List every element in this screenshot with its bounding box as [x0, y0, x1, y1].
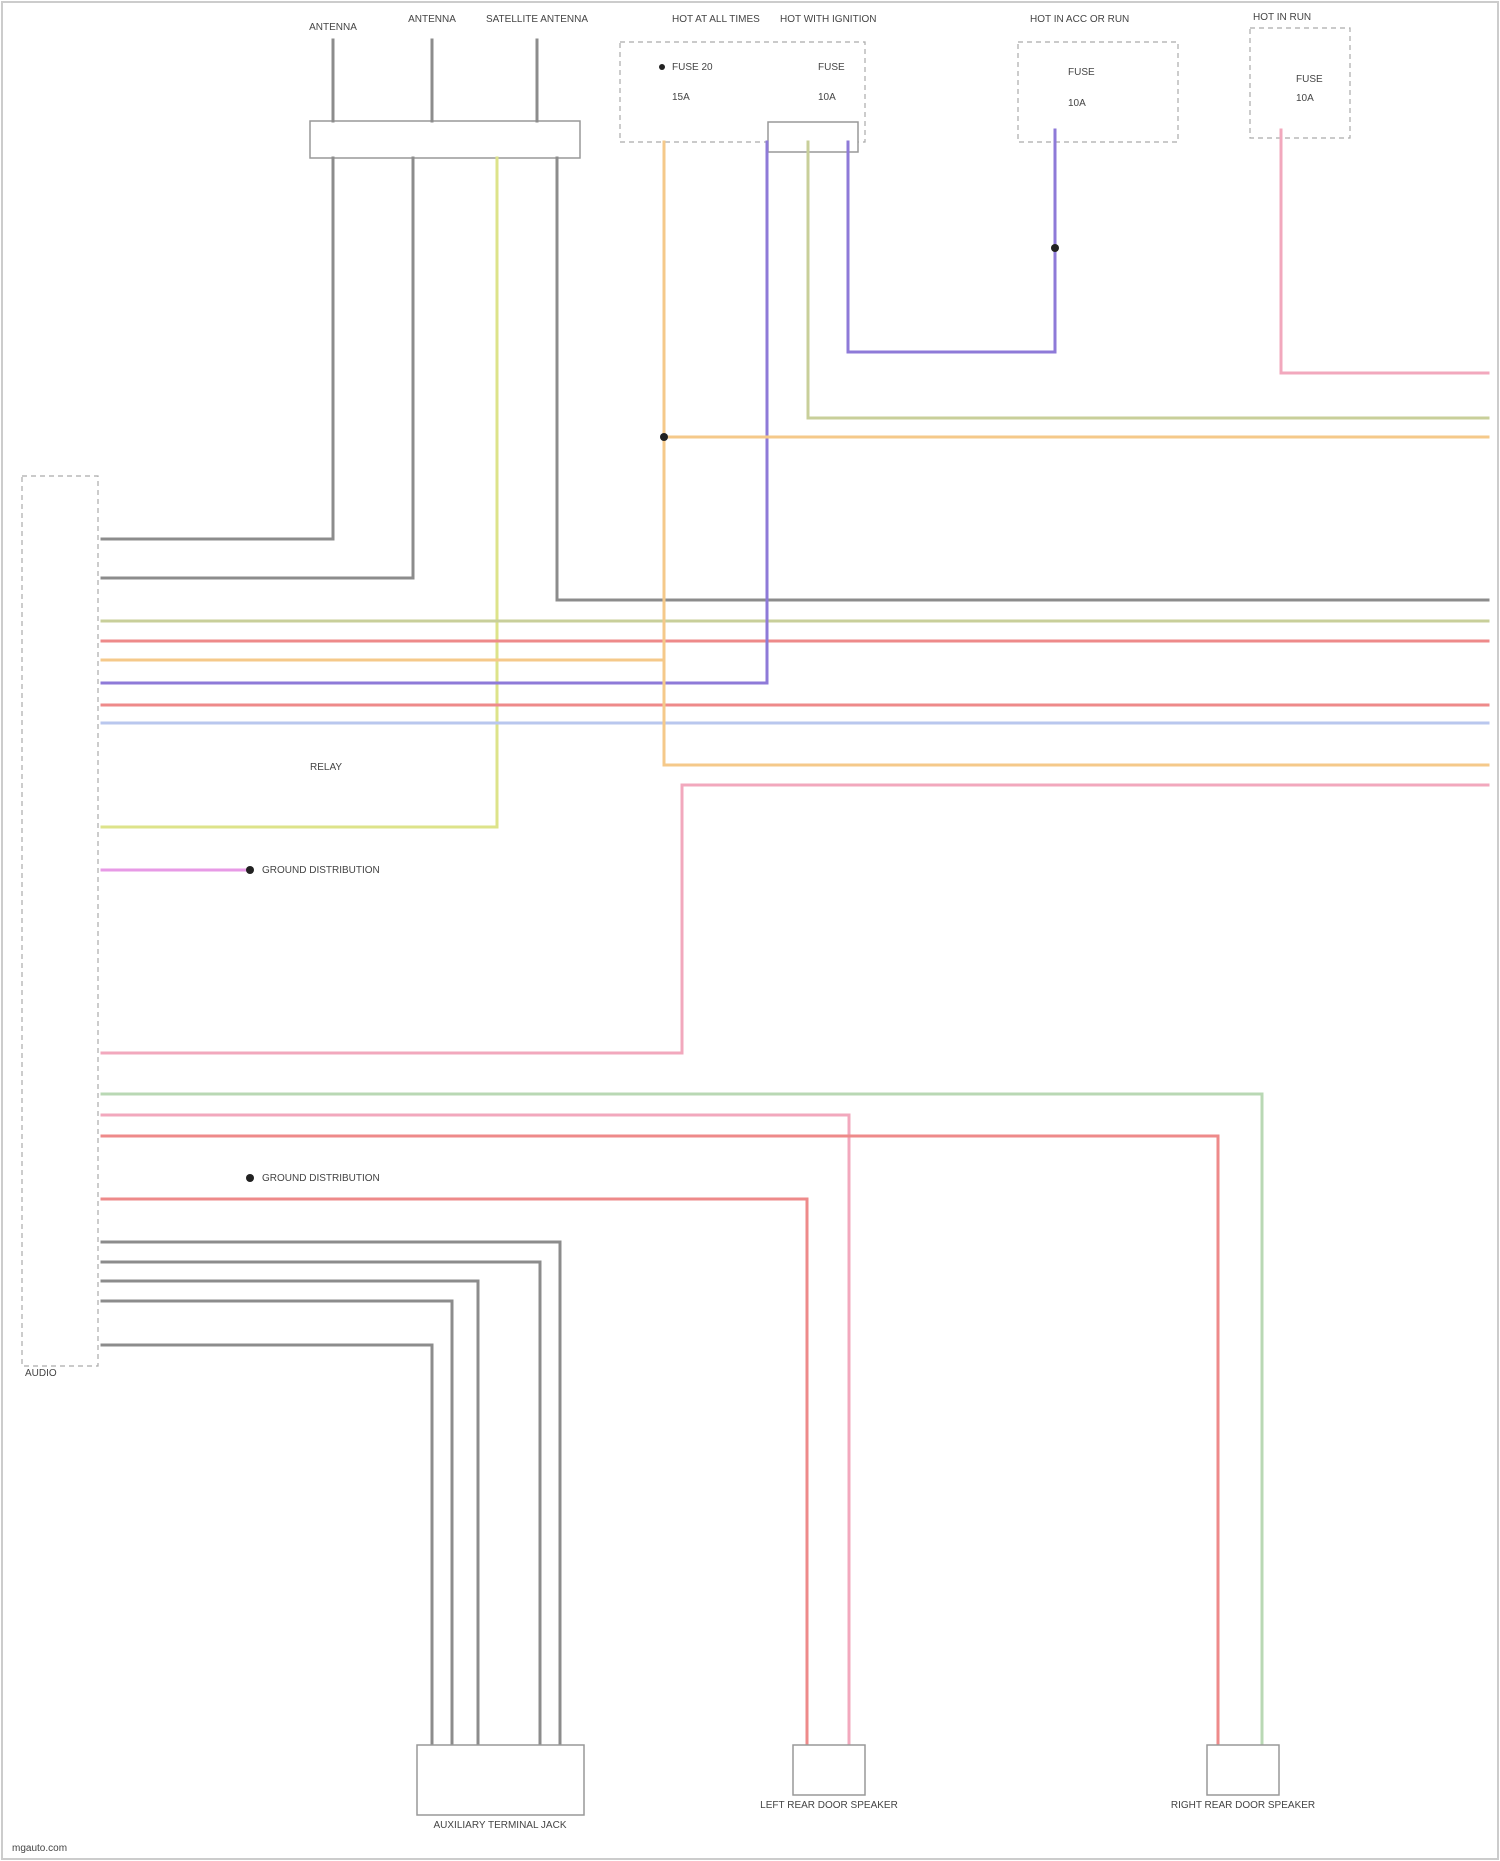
fuse-box-2-connector — [768, 122, 858, 152]
fuse-box-4-line-1: FUSE — [1296, 74, 1323, 85]
wire-gray-1 — [102, 158, 333, 539]
fuse-box-1-line-2: 15A — [672, 92, 690, 103]
antenna-label-2: ANTENNA — [408, 14, 456, 25]
aux-jack-box — [417, 1745, 584, 1815]
wires — [102, 130, 1488, 1760]
antenna-label-3: SATELLITE ANTENNA — [486, 14, 588, 25]
fuse-box-2: HOT WITH IGNITION FUSE 10A — [768, 14, 876, 152]
wire-gray-6 — [102, 1281, 478, 1745]
antenna-group: ANTENNA ANTENNA SATELLITE ANTENNA — [309, 14, 588, 158]
splice-purple — [1051, 244, 1059, 252]
left-speaker-box — [793, 1745, 865, 1795]
ground-note-2: GROUND DISTRIBUTION — [262, 1173, 380, 1184]
splice-magenta — [246, 866, 254, 874]
fuse-box-4-title: HOT IN RUN — [1253, 12, 1311, 23]
right-speaker-box — [1207, 1745, 1279, 1795]
fuse-box-1-title: HOT AT ALL TIMES — [672, 14, 760, 25]
fuse-box-3-line-2: 10A — [1068, 98, 1086, 109]
wire-pink-3 — [102, 1115, 849, 1760]
fuse-box-2-line-1: FUSE — [818, 62, 845, 73]
splice-ground — [246, 1174, 254, 1182]
fuse-box-3-line-1: FUSE — [1068, 67, 1095, 78]
fuse-box-4: HOT IN RUN FUSE 10A — [1250, 12, 1350, 138]
radio-label: AUDIO — [25, 1368, 57, 1379]
antenna-connector-box — [310, 121, 580, 158]
fuse-box-4-line-2: 10A — [1296, 93, 1314, 104]
wire-yellowgreen-1 — [102, 158, 497, 827]
fuse-box-3: HOT IN ACC OR RUN FUSE 10A — [1018, 14, 1178, 142]
wire-orange-1 — [102, 142, 664, 660]
radio-unit — [22, 476, 98, 1366]
antenna-label-1: ANTENNA — [309, 22, 357, 33]
fuse-box-1-line-1: FUSE 20 — [672, 62, 713, 73]
wire-red-4 — [102, 1199, 807, 1760]
fuse-box-2-title: HOT WITH IGNITION — [780, 14, 876, 25]
wire-red-3 — [102, 1136, 1218, 1760]
wire-gray-7 — [102, 1301, 452, 1745]
wire-gray-5 — [102, 1262, 540, 1745]
wire-gray-3 — [557, 158, 1488, 600]
wire-purple-2 — [848, 130, 1055, 352]
fuse-box-3-frame — [1018, 42, 1178, 142]
wire-gray-4 — [102, 1242, 560, 1745]
aux-jack-label: AUXILIARY TERMINAL JACK — [433, 1820, 566, 1831]
ground-note-1: GROUND DISTRIBUTION — [262, 865, 380, 876]
fuse-box-1-node — [659, 64, 665, 70]
wire-pink-1 — [1281, 130, 1488, 373]
left-speaker-label: LEFT REAR DOOR SPEAKER — [760, 1800, 898, 1811]
wire-gray-8 — [102, 1345, 432, 1745]
wire-gray-2 — [102, 158, 413, 578]
wire-purple-1 — [102, 142, 767, 683]
wire-olive-2 — [808, 142, 1488, 418]
wire-green-1 — [102, 1094, 1262, 1760]
watermark: mgauto.com — [12, 1843, 67, 1854]
wire-pink-2 — [102, 785, 1488, 1053]
splice-orange — [660, 433, 668, 441]
fuse-box-2-line-2: 10A — [818, 92, 836, 103]
fuse-box-3-title: HOT IN ACC OR RUN — [1030, 14, 1129, 25]
right-speaker-label: RIGHT REAR DOOR SPEAKER — [1171, 1800, 1315, 1811]
inline-relay-label: RELAY — [310, 762, 342, 773]
